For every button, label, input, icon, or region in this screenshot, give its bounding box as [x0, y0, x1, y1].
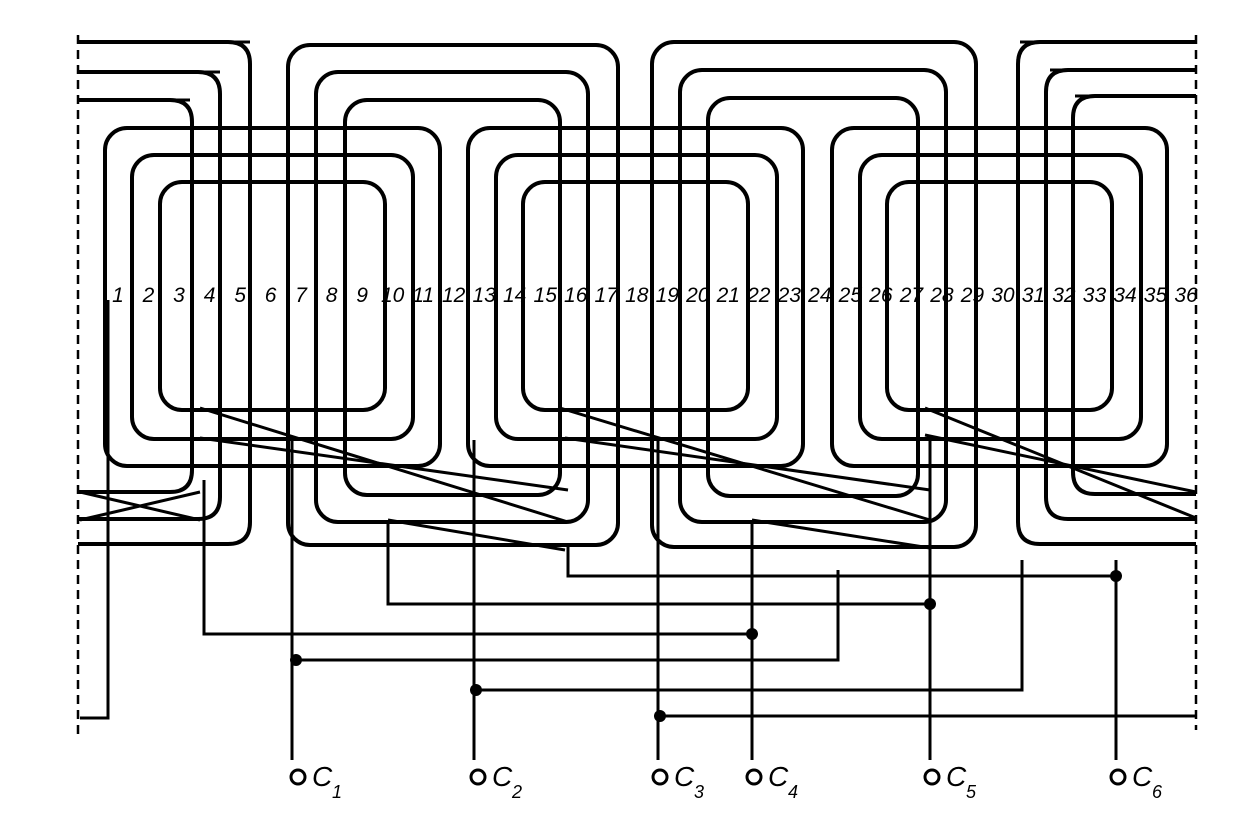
slot-number-32: 32	[1052, 284, 1076, 307]
slot-number-20: 20	[685, 284, 710, 307]
coil-group-2	[466, 126, 805, 468]
junction-dot	[290, 654, 302, 666]
slot-number-16: 16	[564, 284, 588, 307]
slot-number-34: 34	[1113, 284, 1136, 307]
terminal-c5-subscript: 5	[966, 782, 977, 802]
terminal-c1-circle	[289, 768, 307, 786]
slot-number-5: 5	[234, 284, 246, 307]
terminal-c3-letter: C	[674, 761, 695, 792]
slot-number-14: 14	[503, 284, 526, 307]
slot-number-13: 13	[472, 284, 496, 307]
slot-number-4: 4	[204, 284, 216, 307]
slot-number-30: 30	[991, 284, 1015, 307]
slot-number-8: 8	[326, 284, 338, 307]
slot-number-36: 36	[1174, 284, 1198, 307]
coil-group-1	[103, 126, 442, 468]
slot-number-11: 11	[412, 284, 434, 307]
terminal-c3-circle	[651, 768, 669, 786]
terminal-c5-circle	[923, 768, 941, 786]
slot-number-15: 15	[534, 284, 558, 307]
slot-number-1: 1	[112, 284, 124, 307]
junction-dot	[746, 628, 758, 640]
slot-number-6: 6	[265, 284, 277, 307]
terminal-c6-letter: C	[1132, 761, 1153, 792]
terminal-c4-subscript: 4	[788, 782, 798, 802]
coil-layer-upper	[78, 40, 1196, 549]
terminal-c4-letter: C	[768, 761, 789, 792]
slot-number-31: 31	[1022, 284, 1045, 307]
coil-group-3	[830, 126, 1169, 468]
slot-number-24: 24	[807, 284, 831, 307]
slot-number-7: 7	[295, 284, 308, 307]
slot-number-21: 21	[716, 284, 740, 307]
slot-number-2: 2	[142, 284, 155, 307]
slot-number-18: 18	[625, 284, 649, 307]
terminal-c1-subscript: 1	[332, 782, 342, 802]
lead-wires	[80, 300, 1196, 760]
slot-number-26: 26	[868, 284, 893, 307]
slot-number-22: 22	[746, 284, 771, 307]
slot-number-12: 12	[442, 284, 466, 307]
slot-number-29: 29	[960, 284, 985, 307]
slot-number-17: 17	[595, 284, 620, 307]
slot-number-28: 28	[929, 284, 954, 307]
junction-dot	[1110, 570, 1122, 582]
terminal-c5-letter: C	[946, 761, 967, 792]
slot-number-33: 33	[1083, 284, 1107, 307]
slot-number-25: 25	[838, 284, 863, 307]
inter-coil-connections	[79, 406, 1197, 552]
terminal-c4-circle	[745, 768, 763, 786]
junction-dot	[654, 710, 666, 722]
slot-number-9: 9	[356, 284, 368, 307]
slot-number-35: 35	[1144, 284, 1168, 307]
terminal-c2-circle	[469, 768, 487, 786]
slot-number-27: 27	[899, 284, 925, 307]
terminal-c1-letter: C	[312, 761, 333, 792]
slot-number-10: 10	[381, 284, 405, 307]
slot-number-3: 3	[173, 284, 185, 307]
junction-dot	[470, 684, 482, 696]
terminal-c3-subscript: 3	[694, 782, 704, 802]
junction-dot	[924, 598, 936, 610]
terminal-c6-subscript: 6	[1152, 782, 1163, 802]
junction-dots	[290, 570, 1122, 722]
terminal-c2-letter: C	[492, 761, 513, 792]
terminal-c2-subscript: 2	[511, 782, 522, 802]
terminal-c6-circle	[1109, 768, 1127, 786]
slot-number-19: 19	[656, 284, 680, 307]
core-boundary	[76, 35, 1198, 735]
slot-number-23: 23	[777, 284, 802, 307]
